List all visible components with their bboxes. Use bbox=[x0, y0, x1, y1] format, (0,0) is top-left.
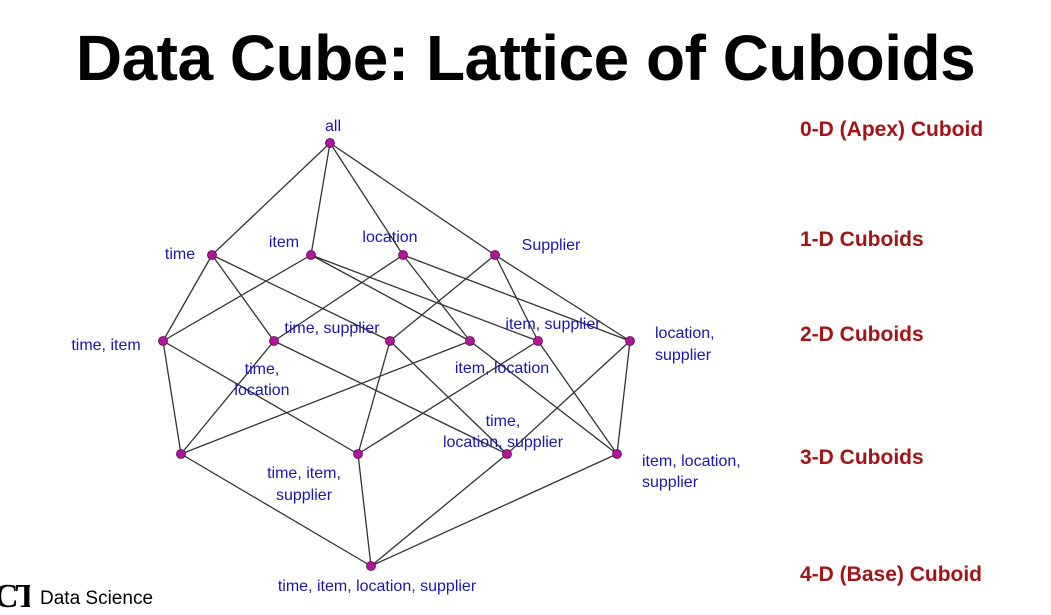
node-item bbox=[306, 250, 316, 260]
node-label-time-item: time, item bbox=[71, 337, 140, 354]
node-label-time-location-supplier: time, location, supplier bbox=[443, 413, 564, 451]
node-label-time-location: time, location bbox=[234, 361, 289, 399]
node-label-line: time bbox=[165, 246, 195, 263]
edge-time-to-time-item bbox=[162, 254, 213, 342]
node-label-line: supplier bbox=[642, 474, 699, 491]
node-label-line: location bbox=[362, 229, 417, 246]
node-label-time-supplier: time, supplier bbox=[284, 320, 380, 337]
node-location bbox=[398, 250, 408, 260]
edge-supplier-to-time-supplier bbox=[389, 254, 496, 342]
node-label-line: time, item bbox=[71, 337, 140, 354]
edge-time-supplier-to-time-item-supplier bbox=[357, 340, 391, 455]
node-time-location-supplier bbox=[502, 449, 512, 459]
edge-time-item-to-time-item-location bbox=[162, 340, 182, 455]
edge-item-to-item-supplier bbox=[310, 254, 539, 342]
edge-apex-to-location bbox=[329, 142, 404, 256]
edge-item-location-to-time-item-location bbox=[180, 340, 471, 455]
edge-supplier-to-location-supplier bbox=[494, 254, 631, 342]
node-label-line: Supplier bbox=[522, 237, 581, 254]
node-label-line: item bbox=[269, 234, 299, 251]
node-label-line: time, bbox=[486, 413, 521, 430]
node-label-item-supplier: item, supplier bbox=[505, 316, 601, 333]
edge-item-location-supplier-to-base bbox=[370, 453, 618, 567]
node-label-supplier: Supplier bbox=[522, 237, 581, 254]
footer-text: Data Science bbox=[40, 588, 154, 609]
node-location-supplier bbox=[625, 336, 635, 346]
edge-apex-to-time bbox=[211, 142, 331, 256]
level-label-3d: 3-D Cuboids bbox=[800, 446, 924, 469]
edge-time-location-supplier-to-base bbox=[370, 453, 508, 567]
edge-location-to-item-location bbox=[402, 254, 471, 342]
level-label-4d: 4-D (Base) Cuboid bbox=[800, 563, 983, 586]
node-label-line: location, supplier bbox=[443, 434, 564, 451]
node-supplier bbox=[490, 250, 500, 260]
edge-time-item-to-time-item-supplier bbox=[162, 340, 359, 455]
lattice-nodes bbox=[158, 138, 635, 571]
node-label-line: location, bbox=[655, 325, 715, 342]
edge-time-item-supplier-to-base bbox=[357, 453, 372, 567]
edge-item-location-to-item-location-supplier bbox=[469, 340, 618, 455]
node-label-line: supplier bbox=[276, 487, 333, 504]
node-item-location-supplier bbox=[612, 449, 622, 459]
edge-time-to-time-location bbox=[211, 254, 275, 342]
edge-item-to-time-item bbox=[162, 254, 312, 342]
edge-time-item-location-to-base bbox=[180, 453, 372, 567]
lattice-labels: all time item location Supplier time, item tim… bbox=[71, 118, 740, 595]
lattice-edges bbox=[162, 142, 631, 567]
edge-location-supplier-to-item-location-supplier bbox=[616, 340, 631, 455]
node-label-line: time, bbox=[245, 361, 280, 378]
level-label-2d: 2-D Cuboids bbox=[800, 323, 924, 346]
edge-apex-to-supplier bbox=[329, 142, 496, 256]
node-item-supplier bbox=[533, 336, 543, 346]
university-logo: CT bbox=[0, 578, 30, 615]
node-label-line: location bbox=[234, 382, 289, 399]
level-label-1d: 1-D Cuboids bbox=[800, 228, 924, 251]
node-time-item bbox=[158, 336, 168, 346]
slide-title: Data Cube: Lattice of Cuboids bbox=[75, 22, 976, 94]
node-time-location bbox=[269, 336, 279, 346]
node-label-line: item, location, bbox=[642, 453, 741, 470]
node-label-line: all bbox=[325, 118, 341, 135]
node-item-location bbox=[465, 336, 475, 346]
edge-item-to-item-location bbox=[310, 254, 471, 342]
edge-location-to-time-location bbox=[273, 254, 404, 342]
node-time-item-supplier bbox=[353, 449, 363, 459]
edge-apex-to-item bbox=[310, 142, 331, 256]
node-label-line: time, item, bbox=[267, 465, 341, 482]
edge-time-location-to-time-item-location bbox=[180, 340, 275, 455]
edge-supplier-to-item-supplier bbox=[494, 254, 539, 342]
edge-location-supplier-to-time-location-supplier bbox=[506, 340, 631, 455]
edge-time-to-time-supplier bbox=[211, 254, 391, 342]
node-time-supplier bbox=[385, 336, 395, 346]
node-label-line: time, supplier bbox=[284, 320, 380, 337]
node-label-location-supplier: location, supplier bbox=[655, 325, 715, 364]
node-label-base: time, item, location, supplier bbox=[278, 578, 477, 595]
node-label-line: time, item, location, supplier bbox=[278, 578, 477, 595]
node-label-line: supplier bbox=[655, 347, 712, 364]
node-apex bbox=[325, 138, 335, 148]
node-label-apex: all bbox=[325, 118, 341, 135]
node-label-location: location bbox=[362, 229, 417, 246]
node-label-line: item, supplier bbox=[505, 316, 601, 333]
node-time-item-location bbox=[176, 449, 186, 459]
edge-item-supplier-to-time-item-supplier bbox=[357, 340, 539, 455]
node-base bbox=[366, 561, 376, 571]
level-label-0d: 0-D (Apex) Cuboid bbox=[800, 118, 984, 141]
edge-time-location-to-time-location-supplier bbox=[273, 340, 508, 455]
edge-item-supplier-to-item-location-supplier bbox=[537, 340, 618, 455]
node-label-time: time bbox=[165, 246, 195, 263]
node-label-line: item, location bbox=[455, 360, 549, 377]
node-label-item-location: item, location bbox=[455, 360, 549, 377]
node-label-time-item-supplier: time, item, supplier bbox=[267, 465, 341, 504]
node-label-item: item bbox=[269, 234, 299, 251]
node-time bbox=[207, 250, 217, 260]
node-label-item-location-supplier: item, location, supplier bbox=[642, 453, 741, 491]
